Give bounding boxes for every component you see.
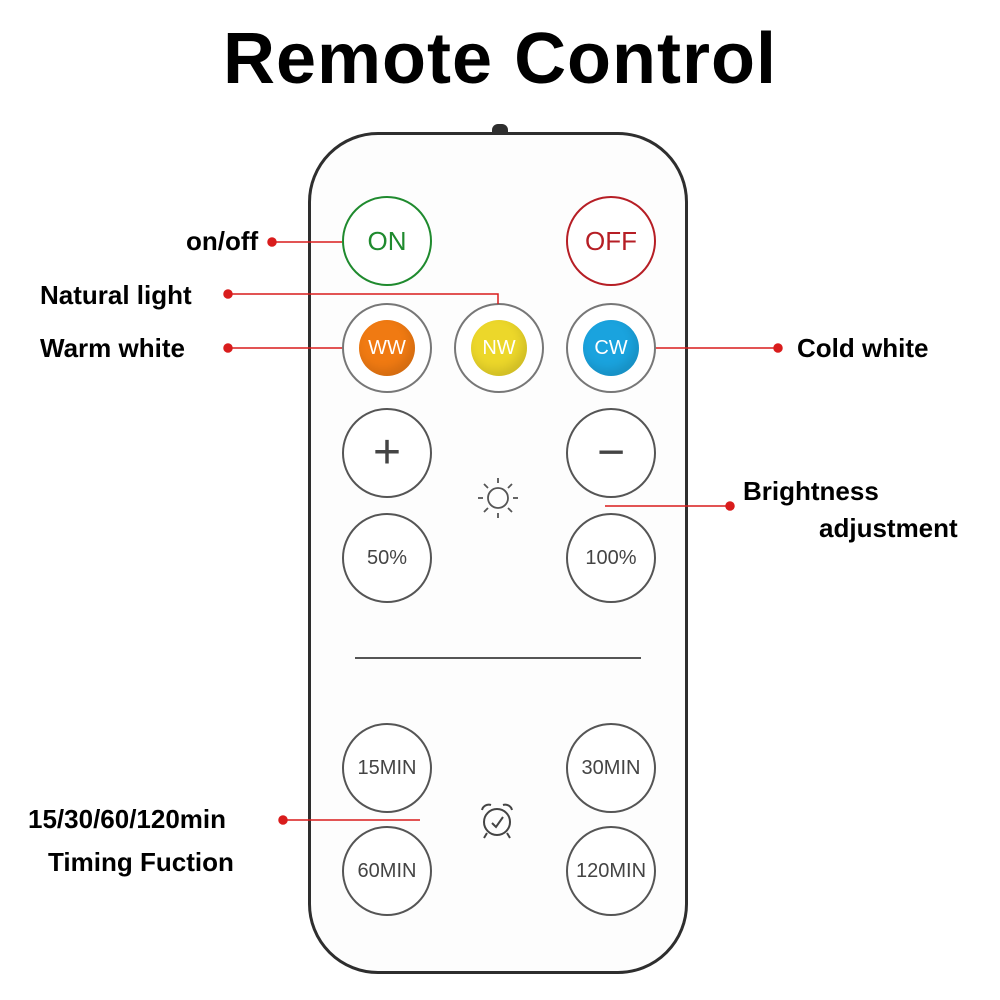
timer-60-button[interactable]: 60MIN	[342, 826, 432, 916]
label-onoff: on/off	[186, 226, 259, 256]
alarm-clock-icon	[481, 803, 513, 839]
timer-30-button[interactable]: 30MIN	[566, 723, 656, 813]
callout-dot-onoff	[267, 237, 277, 247]
brightness-50-label: 50%	[366, 546, 408, 569]
timer-15-label: 15MIN	[357, 756, 417, 779]
minus-icon: −	[596, 426, 626, 479]
cold-white-label: CW	[594, 336, 628, 359]
plus-icon: +	[372, 426, 402, 479]
label-cold-white: Cold white	[797, 333, 929, 363]
timer-30-label: 30MIN	[581, 756, 641, 779]
cold-white-button[interactable]: CW	[566, 303, 656, 393]
label-brightness-line2: adjustment	[819, 513, 958, 543]
label-timing-line1: 15/30/60/120min	[28, 804, 227, 834]
callout-dot-cold	[773, 343, 783, 353]
on-button-label: ON	[367, 225, 407, 256]
ir-emitter	[492, 124, 508, 134]
brightness-100-button[interactable]: 100%	[566, 513, 656, 603]
sun-icon	[478, 478, 518, 518]
callout-line-natural	[228, 293, 499, 304]
page-title: Remote Control	[223, 19, 777, 99]
label-brightness-line1: Brightness	[743, 476, 879, 506]
label-natural-light: Natural light	[40, 280, 192, 310]
warm-white-indicator: WW	[359, 320, 415, 376]
timer-120-button[interactable]: 120MIN	[566, 826, 656, 916]
warm-white-button[interactable]: WW	[342, 303, 432, 393]
cold-white-indicator: CW	[583, 320, 639, 376]
timer-60-label: 60MIN	[357, 859, 417, 882]
natural-light-label: NW	[482, 336, 516, 359]
timer-120-label: 120MIN	[575, 859, 647, 882]
callout-dot-brightness	[725, 501, 735, 511]
brightness-50-button[interactable]: 50%	[342, 513, 432, 603]
callout-dot-natural	[223, 289, 233, 299]
label-warm-white: Warm white	[40, 333, 185, 363]
timer-15-button[interactable]: 15MIN	[342, 723, 432, 813]
warm-white-label: WW	[368, 336, 406, 359]
label-timing-line2: Timing Fuction	[48, 847, 234, 877]
brightness-down-button[interactable]: −	[566, 408, 656, 498]
callout-dot-warm	[223, 343, 233, 353]
on-button[interactable]: ON	[342, 196, 432, 286]
brightness-100-label: 100%	[585, 546, 637, 569]
off-button-label: OFF	[585, 225, 637, 256]
natural-light-indicator: NW	[471, 320, 527, 376]
brightness-up-button[interactable]: +	[342, 408, 432, 498]
callout-dot-timing	[278, 815, 288, 825]
off-button[interactable]: OFF	[566, 196, 656, 286]
divider-line	[355, 657, 641, 659]
natural-light-button[interactable]: NW	[454, 303, 544, 393]
